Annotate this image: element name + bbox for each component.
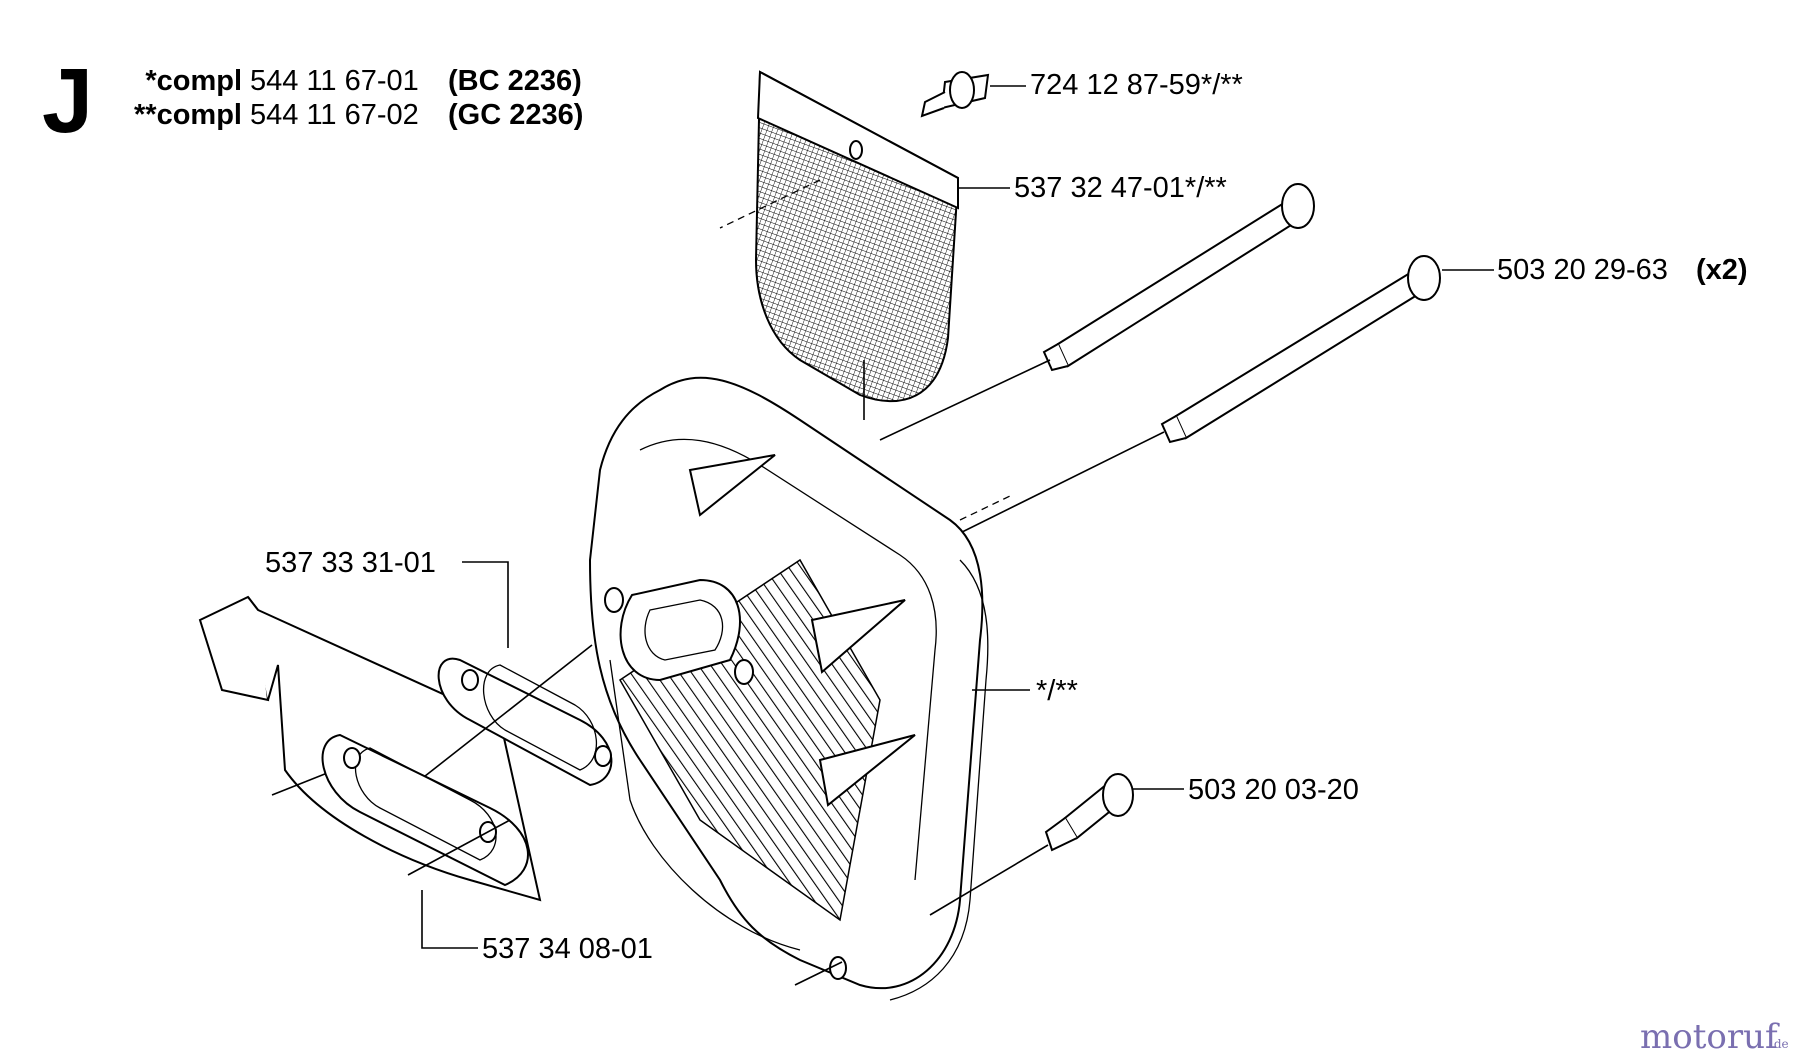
watermark-logo: motoruf .de xyxy=(1640,1017,1789,1057)
gasket-lower xyxy=(321,733,529,949)
muffler-body xyxy=(588,376,1030,1001)
gasket-upper xyxy=(419,561,613,787)
long-bolt-2 xyxy=(945,255,1494,541)
callout-gasket-lower: 537 34 08-01 xyxy=(482,933,653,965)
watermark-text: motoruf xyxy=(1640,1017,1780,1057)
vent-lower xyxy=(818,734,916,807)
header-number-2: 544 11 67-02 xyxy=(250,99,419,131)
screen-hole xyxy=(849,140,863,160)
header-line-2: **compl 544 11 67-02 (GC 2236) xyxy=(134,99,583,131)
callout-screen: 537 32 47-01*/** xyxy=(1014,172,1227,204)
top-screw xyxy=(920,71,1026,118)
leader-gasket-upper xyxy=(462,561,509,648)
header-model-1: (BC 2236) xyxy=(448,65,582,97)
header-prefix-2: **compl xyxy=(134,99,242,131)
vent-top xyxy=(688,454,776,517)
callout-screw-bottom: 503 20 03-20 xyxy=(1188,774,1359,806)
callout-bolt-number: 503 20 29-63 xyxy=(1497,254,1668,286)
vent-middle xyxy=(810,599,906,674)
leader-gasket-lower xyxy=(421,890,478,949)
header-prefix-1: *compl xyxy=(145,65,242,97)
header-line-1: *compl 544 11 67-01 (BC 2236) xyxy=(145,65,581,97)
callout-muffler: */** xyxy=(1036,675,1078,707)
callout-gasket-upper: 537 33 31-01 xyxy=(265,547,436,579)
header-model-2: (GC 2236) xyxy=(448,99,583,131)
callout-bolt-qty: (x2) xyxy=(1696,254,1748,286)
long-bolt-1 xyxy=(879,183,1315,441)
screen-axis-line xyxy=(719,179,821,229)
bottom-screw xyxy=(929,773,1184,916)
exhaust-port xyxy=(619,578,741,682)
section-letter: J xyxy=(42,50,93,152)
watermark-suffix: .de xyxy=(1770,1037,1789,1051)
spark-arrestor-screen xyxy=(719,70,960,420)
header-number-1: 544 11 67-01 xyxy=(250,65,419,97)
callout-screw-top: 724 12 87-59*/** xyxy=(1030,69,1243,101)
lower-mount-hole xyxy=(829,956,847,980)
